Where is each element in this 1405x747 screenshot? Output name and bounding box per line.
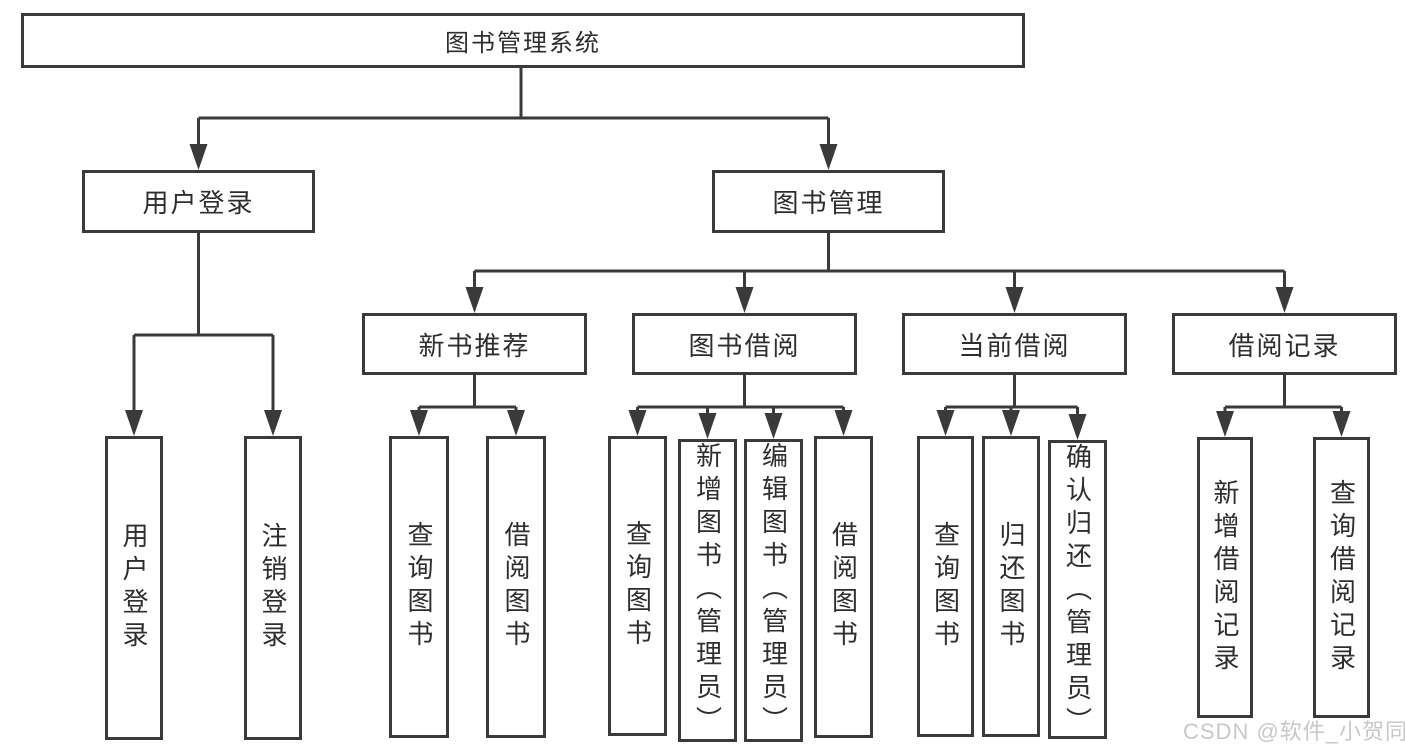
leaf-add-book-admin: 新增图书（管理员） bbox=[678, 439, 737, 742]
arrow-down-icon bbox=[764, 413, 783, 439]
leaf-borrow-book-label: 借阅图书 bbox=[501, 521, 531, 653]
leaf-user-login: 用户登录 bbox=[105, 436, 163, 740]
leaf-return-book: 归还图书 bbox=[982, 436, 1040, 737]
connector-borrow-record-to-children bbox=[1223, 375, 1343, 429]
arrow-down-icon bbox=[1002, 410, 1020, 436]
leaf-query-borrow-record: 查询借阅记录 bbox=[1313, 437, 1370, 718]
connector-user-login-to-children bbox=[132, 233, 275, 428]
arrow-down-icon bbox=[628, 410, 647, 436]
leaf-query-book-current: 查询图书 bbox=[917, 436, 974, 737]
watermark: CSDN @软件_小贺同学 bbox=[1183, 719, 1405, 744]
leaf-borrow-book-newbook: 借阅图书 bbox=[486, 436, 546, 738]
arrow-down-icon bbox=[189, 144, 208, 170]
connector-new-book-to-children bbox=[417, 375, 518, 428]
leaf-add-borrow-record: 新增借阅记录 bbox=[1197, 437, 1253, 718]
connector-lines bbox=[132, 68, 1343, 432]
arrowheads bbox=[125, 144, 1351, 440]
leaf-query-book-label: 查询图书 bbox=[930, 520, 961, 653]
node-new-book-recommend: 新书推荐 bbox=[362, 313, 587, 375]
connector-root-to-level2 bbox=[197, 68, 830, 162]
arrow-down-icon bbox=[507, 410, 525, 436]
leaf-query-book-label: 查询图书 bbox=[622, 520, 653, 652]
node-book-borrow: 图书借阅 bbox=[632, 313, 857, 375]
node-new-book-recommend-label: 新书推荐 bbox=[418, 330, 531, 361]
node-root: 图书管理系统 bbox=[21, 13, 1025, 68]
arrow-down-icon bbox=[936, 410, 955, 436]
leaf-query-borrow-record-label: 查询借阅记录 bbox=[1326, 478, 1357, 677]
connector-book-mgmt-to-level3 bbox=[473, 233, 1286, 305]
leaf-confirm-return-admin: 确认归还（管理员） bbox=[1048, 440, 1107, 740]
leaf-edit-book-admin-label: 编辑图书（管理员） bbox=[758, 442, 789, 739]
node-borrow-record: 借阅记录 bbox=[1172, 313, 1397, 375]
node-current-borrow-label: 当前借阅 bbox=[958, 330, 1071, 361]
arrow-down-icon bbox=[1275, 287, 1294, 313]
node-book-borrow-label: 图书借阅 bbox=[688, 330, 801, 361]
arrow-down-icon bbox=[1068, 414, 1087, 440]
leaf-query-book-label: 查询图书 bbox=[404, 521, 434, 653]
leaf-query-book-borrow: 查询图书 bbox=[608, 436, 667, 736]
leaf-query-book-newbook: 查询图书 bbox=[389, 436, 449, 738]
node-borrow-record-label: 借阅记录 bbox=[1228, 330, 1341, 361]
node-book-management-label: 图书管理 bbox=[772, 188, 885, 218]
arrow-down-icon bbox=[1332, 411, 1351, 437]
connector-book-borrow-to-children bbox=[636, 375, 845, 431]
leaf-borrow-book: 借阅图书 bbox=[814, 436, 873, 738]
node-book-management: 图书管理 bbox=[712, 170, 945, 233]
node-user-login: 用户登录 bbox=[82, 170, 315, 233]
arrow-down-icon bbox=[410, 410, 428, 436]
arrow-down-icon bbox=[264, 410, 282, 436]
arrow-down-icon bbox=[1005, 287, 1024, 313]
leaf-edit-book-admin: 编辑图书（管理员） bbox=[744, 439, 803, 742]
leaf-add-book-admin-label: 新增图书（管理员） bbox=[692, 442, 723, 739]
node-user-login-label: 用户登录 bbox=[142, 188, 255, 218]
arrow-down-icon bbox=[819, 144, 838, 170]
arrow-down-icon bbox=[735, 287, 754, 313]
leaf-logout-label: 注销登录 bbox=[258, 522, 288, 654]
arrow-down-icon bbox=[698, 413, 717, 439]
arrow-down-icon bbox=[125, 410, 143, 436]
arrow-down-icon bbox=[834, 410, 853, 436]
arrow-down-icon bbox=[465, 287, 484, 313]
leaf-user-login-label: 用户登录 bbox=[119, 522, 149, 654]
node-root-label: 图书管理系统 bbox=[445, 30, 601, 57]
node-current-borrow: 当前借阅 bbox=[902, 313, 1127, 375]
leaf-confirm-return-admin-label: 确认归还（管理员） bbox=[1062, 443, 1093, 740]
leaf-borrow-book-label: 借阅图书 bbox=[828, 521, 859, 653]
leaf-add-borrow-record-label: 新增借阅记录 bbox=[1210, 478, 1240, 677]
leaf-logout: 注销登录 bbox=[244, 436, 302, 740]
arrow-down-icon bbox=[1216, 411, 1234, 437]
leaf-return-book-label: 归还图书 bbox=[996, 520, 1026, 653]
